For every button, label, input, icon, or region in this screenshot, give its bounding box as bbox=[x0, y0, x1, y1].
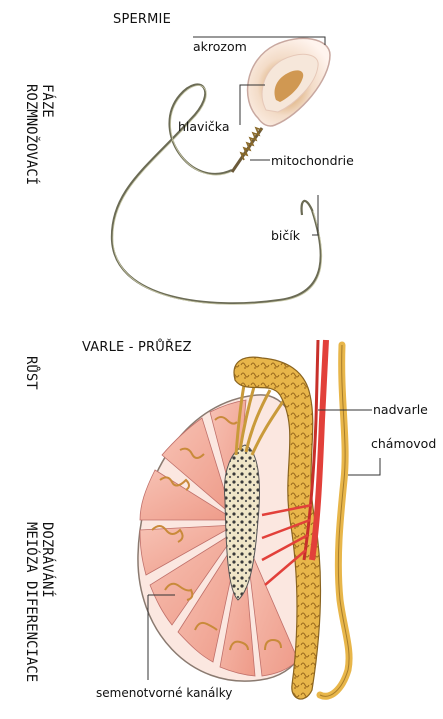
testis-title: VARLE - PRŮŘEZ bbox=[82, 340, 192, 355]
sperm-illustration bbox=[112, 37, 330, 304]
label-head: hlavička bbox=[178, 119, 229, 134]
label-epididymis: nadvarle bbox=[373, 402, 428, 417]
side-label-phase-line2: ROZMNOŽOVACÍ bbox=[23, 84, 39, 185]
side-label-maturation-line2: MEIÓZA DIFERENCIACE bbox=[23, 522, 39, 682]
label-tubules: semenotvorné kanálky bbox=[96, 686, 232, 700]
label-vas-deferens: chámovod bbox=[371, 436, 436, 451]
label-flagellum: bičík bbox=[271, 228, 300, 243]
mitochondria-coil bbox=[232, 128, 262, 172]
sperm-title: SPERMIE bbox=[113, 12, 171, 27]
side-label-phase: FÁZE ROZMNOŽOVACÍ bbox=[23, 84, 55, 185]
testis-illustration bbox=[138, 340, 380, 699]
side-label-phase-line1: FÁZE bbox=[39, 84, 55, 185]
label-acrosome: akrozom bbox=[193, 39, 247, 54]
side-label-maturation-line1: DOZRÁVÁNÍ bbox=[39, 522, 55, 682]
side-label-growth: RŮST bbox=[23, 356, 39, 390]
side-label-maturation: DOZRÁVÁNÍ MEIÓZA DIFERENCIACE bbox=[23, 522, 55, 682]
label-mitochondria: mitochondrie bbox=[271, 153, 354, 168]
